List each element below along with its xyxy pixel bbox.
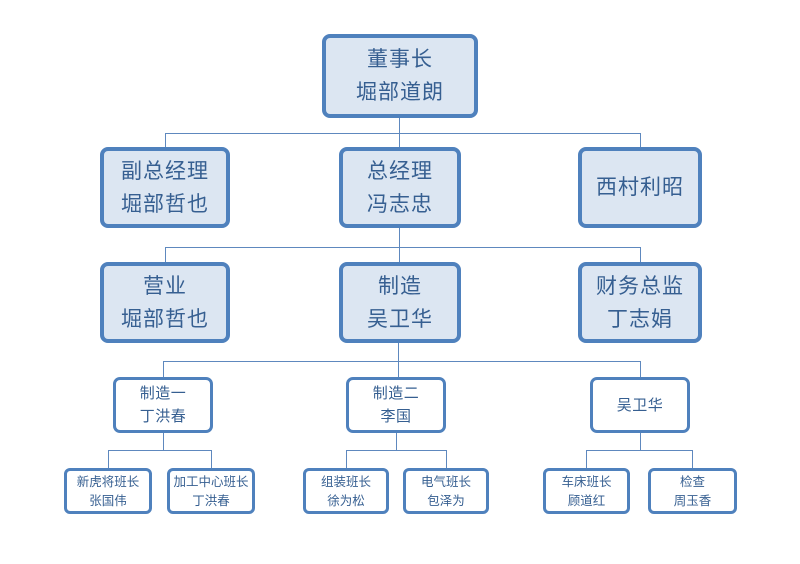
node-person: 包泽为 <box>427 493 465 508</box>
node-person: 吴卫华 <box>616 395 664 414</box>
connector-line <box>163 361 641 362</box>
node-person: 堀部道朗 <box>356 80 444 104</box>
node-person: 堀部哲也 <box>121 191 209 216</box>
connector-line <box>399 228 400 262</box>
org-node-inspection: 检查 周玉香 <box>648 468 737 514</box>
node-person: 徐为松 <box>327 493 365 508</box>
node-title: 财务总监 <box>596 273 684 298</box>
node-title: 副总经理 <box>121 158 209 183</box>
connector-line <box>398 343 399 377</box>
node-person: 顾道红 <box>567 493 606 508</box>
node-person: 李国 <box>380 407 412 425</box>
node-title: 总经理 <box>367 158 433 183</box>
node-title: 制造一 <box>139 384 187 402</box>
node-person: 西村利昭 <box>596 175 684 199</box>
node-title: 制造二 <box>372 384 420 402</box>
org-node-deputy-gm: 副总经理 堀部哲也 <box>100 147 230 228</box>
connector-line <box>165 247 641 248</box>
connector-line <box>640 247 641 262</box>
node-person: 丁志娟 <box>607 306 673 331</box>
connector-line <box>640 433 641 450</box>
node-title: 电气班长 <box>420 474 471 489</box>
org-node-mfg-section1: 制造一 丁洪春 <box>113 377 213 433</box>
org-node-electrical-leader: 电气班长 包泽为 <box>403 468 489 514</box>
org-node-machining-center-leader: 加工中心班长 丁洪春 <box>167 468 255 514</box>
org-node-gm: 总经理 冯志忠 <box>339 147 461 228</box>
org-node-assembly-leader: 组装班长 徐为松 <box>303 468 389 514</box>
connector-line <box>346 450 446 451</box>
connector-line <box>396 433 397 450</box>
connector-line <box>446 450 447 468</box>
node-person: 堀部哲也 <box>121 306 209 331</box>
connector-line <box>165 133 641 134</box>
node-title: 检查 <box>679 474 705 489</box>
node-person: 吴卫华 <box>367 306 433 331</box>
org-node-lathe-leader: 车床班长 顾道红 <box>543 468 630 514</box>
connector-line <box>163 361 164 377</box>
connector-line <box>108 450 109 468</box>
connector-line <box>346 450 347 468</box>
node-person: 张国伟 <box>89 493 127 508</box>
org-node-advisor: 西村利昭 <box>578 147 702 228</box>
org-node-mfg-section2: 制造二 李国 <box>346 377 446 433</box>
node-title: 加工中心班长 <box>173 474 249 489</box>
node-title: 制造 <box>378 273 422 298</box>
connector-line <box>399 118 400 147</box>
node-title: 营业 <box>143 273 187 298</box>
node-title: 车床班长 <box>561 474 612 489</box>
node-title: 董事长 <box>367 47 433 71</box>
org-node-finance-director: 财务总监 丁志娟 <box>578 262 702 343</box>
org-node-chairman: 董事长 堀部道朗 <box>322 34 478 118</box>
node-person: 周玉香 <box>673 493 712 508</box>
connector-line <box>163 433 164 450</box>
node-title: 组装班长 <box>320 474 371 489</box>
connector-line <box>640 361 641 377</box>
node-person: 丁洪春 <box>192 493 230 508</box>
node-person: 丁洪春 <box>139 407 187 425</box>
connector-line <box>586 450 692 451</box>
org-node-mfg-qa: 吴卫华 <box>590 377 690 433</box>
node-person: 冯志忠 <box>367 191 433 216</box>
connector-line <box>640 133 641 147</box>
connector-line <box>108 450 212 451</box>
connector-line <box>165 133 166 147</box>
node-title: 新虎将班长 <box>76 474 140 489</box>
connector-line <box>211 450 212 468</box>
connector-line <box>165 247 166 262</box>
connector-line <box>586 450 587 468</box>
connector-line <box>692 450 693 468</box>
org-node-manufacturing: 制造 吴卫华 <box>339 262 461 343</box>
org-node-xinhujiang-leader: 新虎将班长 张国伟 <box>64 468 152 514</box>
org-node-sales: 营业 堀部哲也 <box>100 262 230 343</box>
